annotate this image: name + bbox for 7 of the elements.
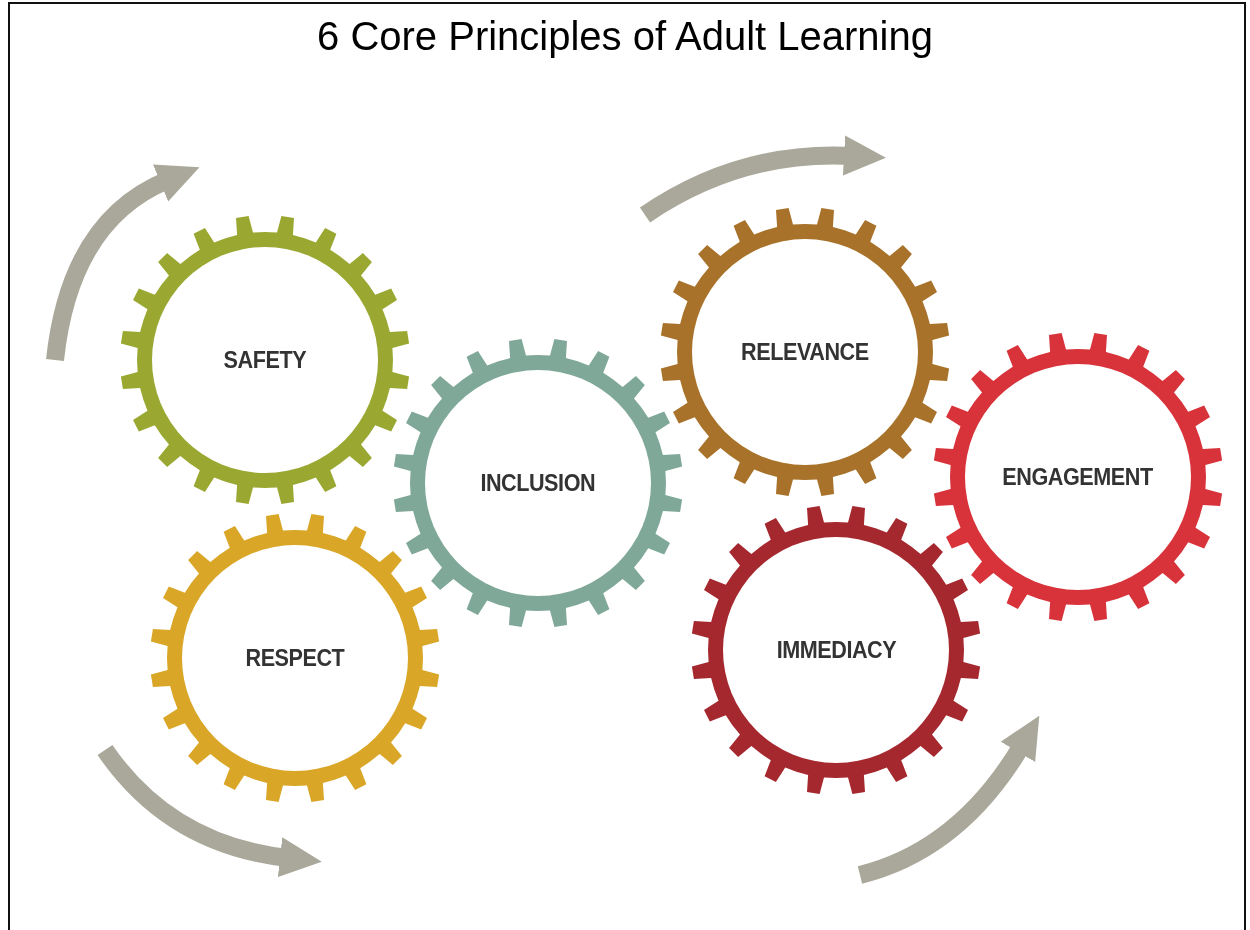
gear-label: SAFETY xyxy=(223,346,307,374)
gear-label: RELEVANCE xyxy=(741,338,869,366)
title: 6 Core Principles of Adult Learning xyxy=(316,14,934,59)
gear-label: ENGAGEMENT xyxy=(1002,463,1154,491)
gear-label: IMMEDIACY xyxy=(776,636,896,664)
gear-label: INCLUSION xyxy=(480,469,596,497)
gear-label: RESPECT xyxy=(245,644,345,672)
